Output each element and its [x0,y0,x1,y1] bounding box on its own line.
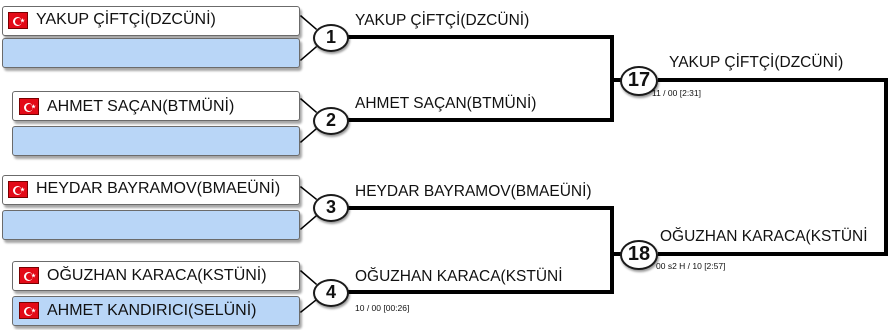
entry-box-5[interactable]: HEYDAR BAYRAMOV(BMAEÜNİ) [2,175,300,205]
entry-box-6[interactable] [2,210,300,240]
round2-winner-17: YAKUP ÇİFTÇİ(DZCÜNİ) [669,54,844,71]
match-number-badge[interactable]: 2 [313,107,349,135]
match-score-17: 11 / 00 [2:31] [652,88,701,98]
turkey-flag-icon [19,302,39,319]
match-number-badge[interactable]: 3 [313,194,349,222]
entry-name-5: HEYDAR BAYRAMOV(BMAEÜNİ) [36,180,281,197]
round1-winner-4: OĞUZHAN KARACA(KSTÜNİ [355,268,563,285]
match-number-badge[interactable]: 18 [620,240,658,270]
entry-box-7[interactable]: OĞUZHAN KARACA(KSTÜNİ) [12,261,300,291]
entry-name-7: OĞUZHAN KARACA(KSTÜNİ) [47,267,267,284]
round1-winner-2: AHMET SAÇAN(BTMÜNİ) [355,95,537,112]
turkey-flag-icon [19,267,39,284]
entry-name-8: AHMET KANDIRICI(SELÜNİ) [47,302,257,319]
round1-winner-3: HEYDAR BAYRAMOV(BMAEÜNİ) [355,183,592,200]
entry-box-1[interactable]: YAKUP ÇİFTÇİ(DZCÜNİ) [2,6,300,36]
match-number-badge[interactable]: 4 [313,279,349,307]
entry-box-8[interactable]: AHMET KANDIRICI(SELÜNİ) [12,296,300,326]
round2-winner-18: OĞUZHAN KARACA(KSTÜNİ [660,228,868,245]
match-score-4: 10 / 00 [00:26] [355,303,410,313]
entry-box-3[interactable]: AHMET SAÇAN(BTMÜNİ) [12,91,300,121]
turkey-flag-icon [19,98,39,115]
match-number-badge[interactable]: 17 [620,66,658,96]
match-score-18: 00 s2 H / 10 [2:57] [656,261,726,271]
turkey-flag-icon [8,12,28,29]
match-number-badge[interactable]: 1 [313,24,349,52]
entry-box-4[interactable] [12,126,300,156]
entry-name-3: AHMET SAÇAN(BTMÜNİ) [47,98,235,115]
turkey-flag-icon [8,181,28,198]
entry-name-1: YAKUP ÇİFTÇİ(DZCÜNİ) [36,11,216,28]
round1-winner-1: YAKUP ÇİFTÇİ(DZCÜNİ) [355,12,530,29]
entry-box-2[interactable] [2,38,300,68]
